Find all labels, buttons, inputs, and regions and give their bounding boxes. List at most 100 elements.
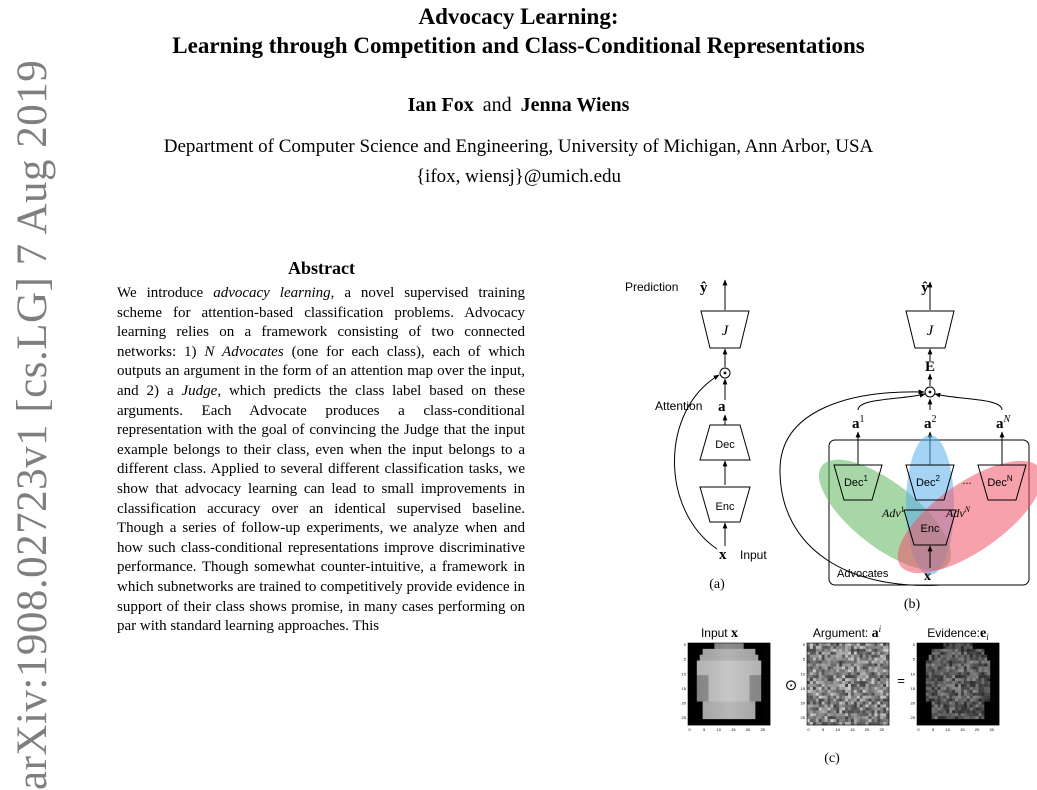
abstract-emphasis: advocacy learning [213, 285, 331, 301]
argument-image-label: Argument: ai [813, 624, 882, 641]
abstract-emphasis: Judge [181, 382, 218, 399]
attention-symbol: a [718, 399, 726, 415]
figure-1-svg: Prediction ŷ J Attention a Dec Enc x Inp… [625, 279, 1037, 766]
odot-operator: ⊙ [785, 677, 798, 694]
y-tick-label: 20 [682, 701, 687, 706]
judge-a [700, 310, 750, 349]
y-tick-label: 15 [801, 686, 806, 691]
x-tick-label: 5 [932, 727, 935, 732]
x-tick-label: 25 [989, 727, 994, 732]
decoder-1 [833, 464, 883, 501]
decoder-2 [905, 464, 955, 501]
decoder-1-label: Dec1 [844, 474, 869, 489]
judge-a-label: J [722, 323, 730, 339]
caption-a: (a) [709, 577, 725, 592]
panel-a: Prediction ŷ J Attention a Dec Enc x Inp… [625, 279, 767, 592]
author-2: Jenna Wiens [520, 94, 630, 116]
title-line-1: Advocacy Learning: [418, 4, 619, 29]
x-tick-label: 20 [746, 727, 751, 732]
abstract-body: We introduce advocacy learning, a novel … [117, 284, 525, 637]
x-tick-label: 10 [836, 727, 841, 732]
panel-c: Input x Argument: ai Evidence:ei 0 0 5 5 10 1… [682, 624, 1000, 766]
y-tick-label: 0 [684, 642, 687, 647]
y-tick-label: 5 [803, 657, 806, 662]
y-tick-label: 0 [803, 642, 806, 647]
caption-b: (b) [904, 597, 921, 612]
input-image: 0 0 5 5 10 10 15 15 20 20 25 25 [682, 642, 771, 732]
figure-1: Prediction ŷ J Attention a Dec Enc x Inp… [600, 260, 1037, 785]
x-tick-label: 0 [917, 727, 920, 732]
x-tick-label: 20 [975, 727, 980, 732]
encoder-a [699, 486, 751, 523]
equals-operator: = [897, 673, 905, 688]
arg-a1: a1 [852, 414, 865, 432]
x-tick-label: 25 [760, 727, 765, 732]
abstract-heading: Abstract [288, 258, 355, 278]
prediction-yhat: ŷ [700, 280, 708, 296]
input-image-label: Input x [701, 626, 738, 641]
x-tick-label: 5 [703, 727, 706, 732]
author-1: Ian Fox [407, 94, 474, 116]
y-tick-label: 15 [682, 686, 687, 691]
y-tick-label: 25 [682, 715, 687, 720]
y-tick-label: 10 [682, 671, 687, 676]
panel-b: ŷ J E a1 a2 aN Dec1 Dec2 ... DecN Adv1 A… [779, 280, 1037, 612]
x-tick-label: 15 [960, 727, 965, 732]
decoder-N [977, 464, 1027, 501]
adv1-label: Adv1 [881, 505, 905, 520]
decoder-ellipsis: ... [962, 475, 971, 487]
prediction-yhat-b: ŷ [921, 280, 929, 296]
decoder-2-label: Dec2 [916, 474, 941, 489]
abstract-emphasis: N Advocates [204, 343, 284, 360]
advocates-label: Advocates [837, 568, 889, 580]
evidence-symbol: E [925, 359, 935, 375]
input-x-a: x [719, 547, 727, 563]
y-tick-label: 20 [911, 701, 916, 706]
prediction-label: Prediction [625, 280, 678, 294]
y-tick-label: 5 [913, 657, 916, 662]
decoder-a-label: Dec [715, 439, 735, 451]
encoder-b [903, 509, 957, 546]
decoder-a [699, 424, 751, 461]
y-tick-label: 5 [684, 657, 687, 662]
caption-c: (c) [824, 751, 840, 766]
attention-label: Attention [655, 399, 702, 413]
skip-arrow-a [674, 374, 720, 550]
author-separator: and [482, 94, 512, 116]
abstract-run: (one for each class), each of which outp… [117, 343, 526, 399]
x-tick-label: 20 [865, 727, 870, 732]
title-line-2: Learning through Competition and Class-C… [172, 33, 865, 58]
y-tick-label: 25 [911, 715, 916, 720]
decoder-N-label: DecN [987, 474, 1013, 489]
x-tick-label: 0 [688, 727, 691, 732]
x-tick-label: 10 [946, 727, 951, 732]
arg-a2: a2 [924, 414, 937, 432]
abstract-run: , which predicts the class label based o… [117, 382, 525, 635]
y-tick-label: 10 [911, 671, 916, 676]
y-tick-label: 25 [801, 715, 806, 720]
x-tick-label: 5 [822, 727, 825, 732]
evidence-image-label: Evidence:ei [927, 626, 989, 642]
encoder-a-label: Enc [716, 501, 735, 513]
y-tick-label: 15 [911, 686, 916, 691]
judge-b [905, 310, 955, 349]
x-tick-label: 0 [807, 727, 810, 732]
input-label-a: Input [740, 548, 767, 562]
x-tick-label: 10 [717, 727, 722, 732]
abstract-run: , a novel supervised training scheme for… [117, 285, 525, 360]
judge-b-label: J [927, 323, 935, 339]
y-tick-label: 20 [801, 701, 806, 706]
arg-aN: aN [996, 414, 1012, 432]
paper-title: Advocacy Learning: Learning through Comp… [0, 2, 1037, 60]
affiliation: Department of Computer Science and Engin… [163, 136, 874, 157]
x-tick-label: 25 [879, 727, 884, 732]
y-tick-label: 10 [801, 671, 806, 676]
author-emails: {ifox, wiensj}@umich.edu [415, 166, 622, 187]
x-tick-label: 15 [731, 727, 736, 732]
encoder-b-label: Enc [921, 523, 940, 535]
arxiv-identifier: arXiv:1908.02723v1 [cs.LG] 7 Aug 2019 [9, 59, 56, 790]
input-x-b: x [924, 569, 931, 584]
author-list: Ian Fox and Jenna Wiens [0, 94, 1037, 117]
